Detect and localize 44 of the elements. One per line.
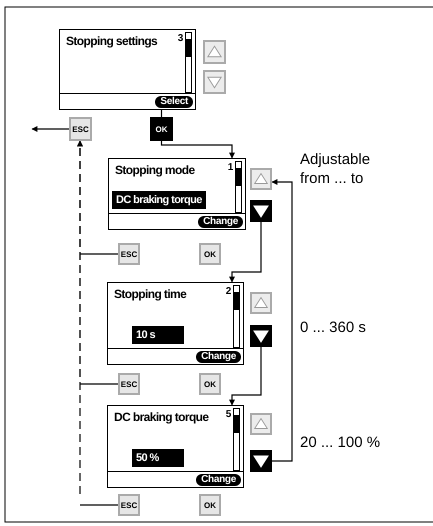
arrow [229, 222, 262, 283]
softkey-label: Change [198, 216, 243, 228]
down-key-icon [250, 450, 272, 472]
key-button: ESC [118, 494, 140, 516]
dashed-arrow [77, 140, 118, 506]
key-button: OK [199, 494, 221, 516]
range-note: 20 ... 100 % [300, 433, 382, 452]
key-button: OK [199, 243, 221, 265]
up-key-icon [250, 168, 272, 190]
menu-number: 3 [178, 32, 183, 46]
screen-title: DC braking torque [114, 410, 210, 424]
key-button: OK [199, 373, 221, 395]
selected-value: 50 % [132, 449, 184, 467]
up-key-icon [203, 40, 226, 64]
screen-title: Stopping settings [66, 34, 158, 48]
display-screen [107, 282, 244, 365]
screen-title: Stopping time [114, 287, 188, 301]
display-screen [59, 29, 196, 110]
display-screen [108, 158, 246, 230]
menu-number: 1 [228, 161, 233, 175]
menu-number: 2 [226, 285, 231, 299]
softkey-label: Select [155, 96, 193, 108]
softkey-label: Change [196, 474, 241, 486]
screen-title: Stopping mode [115, 163, 196, 177]
up-key-icon [250, 413, 272, 435]
down-key-icon [250, 200, 272, 222]
selected-value: 10 s [132, 326, 184, 344]
menu-number: 5 [226, 408, 231, 422]
range-note: 0 ... 360 s [300, 318, 367, 337]
range-note: Adjustable from ... to [300, 150, 372, 188]
arrow [229, 347, 262, 406]
display-screen [107, 405, 244, 488]
down-key-icon [203, 70, 226, 94]
softkey-label: Change [196, 351, 241, 363]
key-button: ESC [69, 117, 92, 141]
arrow [160, 141, 235, 159]
key-button: OK [150, 117, 173, 141]
up-key-icon [250, 292, 272, 314]
key-button: ESC [118, 373, 140, 395]
down-key-icon [250, 325, 272, 347]
key-button: ESC [118, 243, 140, 265]
arrow [31, 126, 69, 132]
selected-value: DC braking torque [112, 191, 206, 209]
arrow [271, 179, 293, 462]
